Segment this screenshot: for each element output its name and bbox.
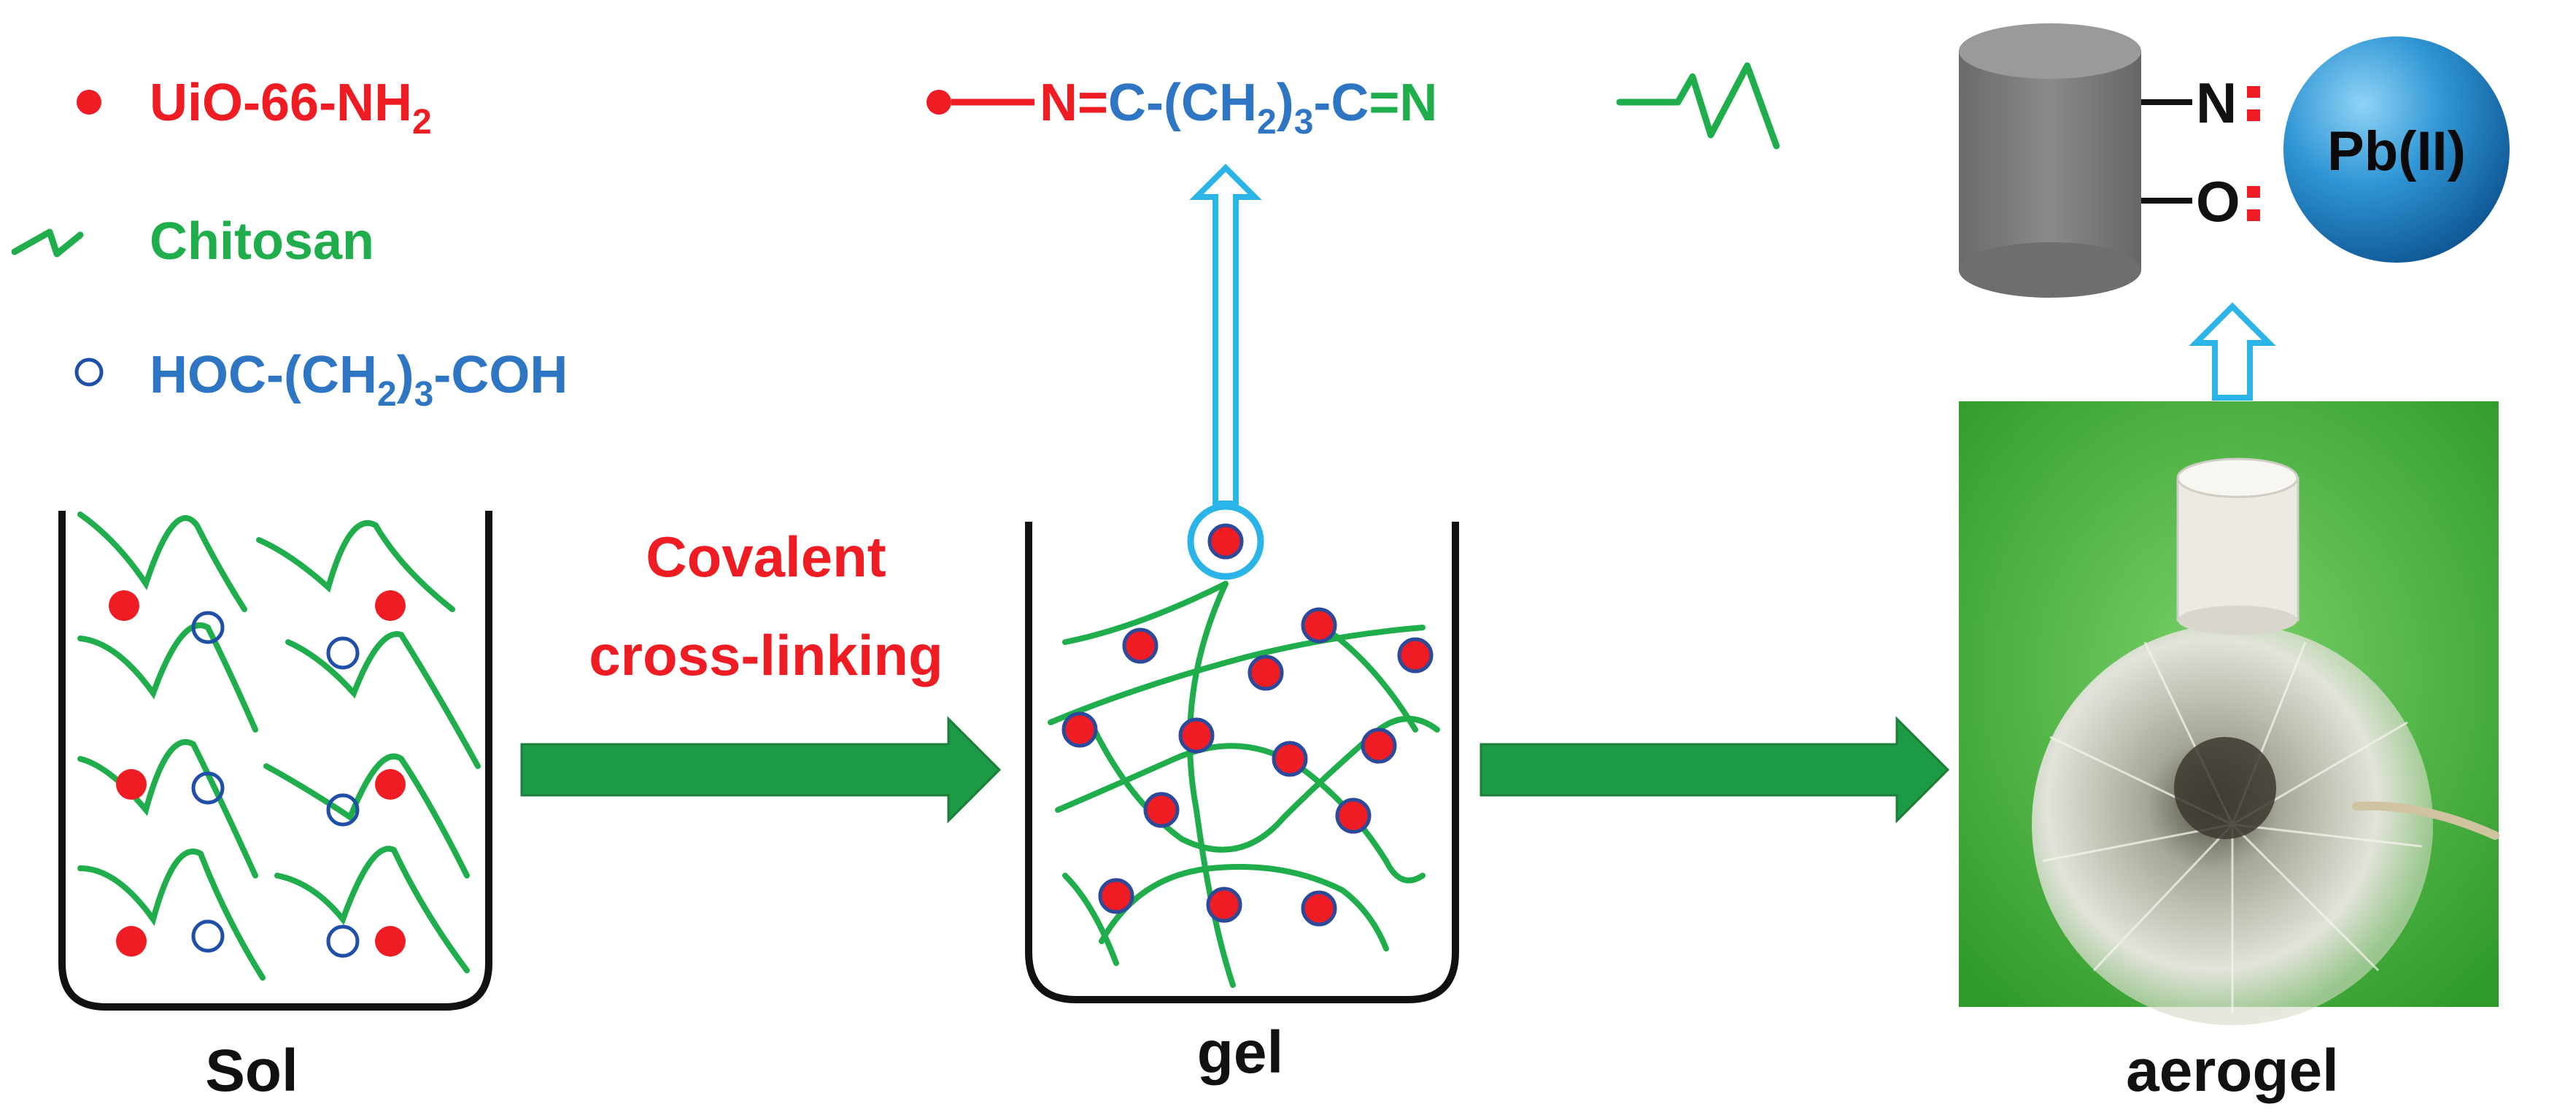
uio-dot-icon [77, 90, 101, 115]
n-lone-pair-icon [2247, 86, 2260, 121]
sol-uio-particles [109, 590, 406, 957]
aerogel-label: aerogel [2126, 1038, 2339, 1104]
gel-beaker: gel [1025, 503, 1459, 1086]
aerogel-photo: aerogel [1959, 401, 2499, 1104]
legend: UiO-66-NH2 Chitosan HOC-(CH2)3-COH [11, 74, 568, 414]
glutaraldehyde-circle-icon [74, 358, 104, 387]
crosslink-text-line1: Covalent [646, 525, 886, 589]
linkage-uio-dot-icon [927, 90, 951, 115]
right-arrow-2-icon [1480, 716, 1950, 824]
sol-beaker-outline [58, 511, 492, 1011]
o-lone-pair-icon [2247, 186, 2260, 221]
sol-beaker: Sol [58, 511, 492, 1104]
legend-chitosan-label: Chitosan [150, 212, 374, 271]
right-arrow-icon [520, 716, 1002, 824]
crosslink-text-line2: cross-linking [589, 623, 943, 687]
o-atom-label: O [2196, 169, 2240, 233]
lead-ion-sphere [2283, 36, 2510, 263]
sorbent-cylinder-icon [1959, 23, 2141, 298]
dandelion-center [2174, 737, 2276, 839]
legend-glutaraldehyde-label: HOC-(CH2)3-COH [150, 346, 568, 414]
gel-uio-nodes [1061, 523, 1434, 927]
adsorption-scheme: N O Pb(II) [1959, 23, 2510, 298]
aerogel-cylinder [2176, 457, 2300, 635]
linkage-formula: N=C-(CH2)3-C=N [927, 62, 1780, 150]
linkage-text: N=C-(CH2)3-C=N [1040, 74, 1437, 142]
sol-glutaraldehyde-molecules [191, 611, 360, 958]
gel-label: gel [1197, 1019, 1283, 1086]
dandelion-stem [2352, 801, 2499, 840]
chitosan-squiggle-icon [11, 228, 84, 258]
crosslink-arrow: Covalent cross-linking [520, 525, 1002, 824]
n-atom-label: N [2196, 71, 2237, 135]
legend-uio-label: UiO-66-NH2 [150, 74, 432, 142]
gel-beaker-outline [1025, 522, 1459, 1003]
sol-label: Sol [205, 1038, 298, 1104]
gel-up-arrow-icon [1189, 163, 1262, 506]
gel-chitosan-network [1048, 581, 1440, 988]
linkage-chitosan-squiggle-icon [1616, 62, 1780, 150]
aerogel-up-arrow-icon [2189, 302, 2276, 401]
lead-ion-label: Pb(II) [2327, 120, 2466, 182]
sol-chitosan-chains [77, 511, 481, 981]
